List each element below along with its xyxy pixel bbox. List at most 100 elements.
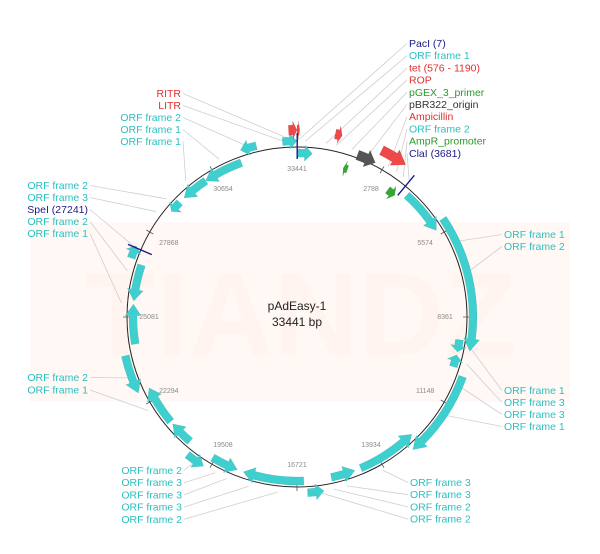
- orf-arrow: [412, 374, 467, 450]
- feature-label: ORF frame 1: [504, 421, 565, 433]
- orf-arrow: [242, 467, 305, 486]
- leader-line: [336, 79, 408, 146]
- feature-label: ORF frame 3: [410, 477, 471, 489]
- tick-label: 19508: [213, 442, 233, 449]
- feature-label: ORF frame 1: [27, 228, 88, 240]
- leader-line: [367, 104, 408, 157]
- orf-arrow: [439, 215, 481, 352]
- leader-line: [182, 141, 187, 181]
- orf-arrow: [126, 263, 146, 302]
- tick-marks: 2788557483611114813934167211950822294250…: [122, 143, 472, 492]
- feature-label: ORF frame 2: [504, 241, 565, 253]
- feature-label: ORF frame 2: [27, 216, 88, 228]
- restriction-site: [397, 174, 415, 196]
- leader-line: [443, 414, 503, 427]
- leader-line: [396, 128, 408, 172]
- leader-line: [296, 43, 408, 142]
- tick-label: 2788: [363, 186, 379, 193]
- feature-label: ORF frame 3: [27, 192, 88, 204]
- feature-green: [342, 160, 350, 177]
- feature-label: ORF frame 2: [410, 501, 471, 513]
- feature-label: ORF frame 2: [121, 514, 182, 526]
- feature-label: ORF frame 2: [409, 123, 470, 135]
- orf-arrow: [446, 354, 464, 369]
- feature-label: ORF frame 1: [504, 229, 565, 241]
- orf-arrow: [124, 303, 142, 345]
- feature-label: RITR: [157, 88, 182, 100]
- leader-line: [466, 363, 503, 403]
- feature-label: ORF frame 1: [504, 385, 565, 397]
- leader-line: [183, 478, 228, 496]
- feature-label: ORF frame 2: [27, 180, 88, 192]
- feature-origin: [355, 149, 376, 168]
- tick-label: 13934: [361, 442, 381, 449]
- leader-line: [183, 485, 249, 508]
- leader-line: [182, 117, 251, 148]
- feature-label: PacI (7): [409, 38, 446, 50]
- feature-label: ORF frame 3: [504, 397, 565, 409]
- tick-label: 8361: [437, 314, 453, 321]
- tick-label: 25081: [139, 314, 159, 321]
- tick-label: 16721: [287, 462, 307, 469]
- feature-label: ORF frame 1: [409, 50, 470, 62]
- feature-label: ORF frame 1: [120, 124, 181, 136]
- orf-arrow: [125, 245, 142, 260]
- tick-mark: [146, 229, 154, 235]
- orf-arrow: [121, 354, 142, 394]
- leader-line: [469, 347, 503, 391]
- leader-line: [305, 55, 408, 142]
- watermark-band: [30, 222, 570, 402]
- tick-label: 22294: [159, 388, 179, 395]
- feature-label: ClaI (3681): [409, 148, 461, 160]
- leader-line: [89, 233, 122, 304]
- orf-arrow: [240, 139, 258, 156]
- feature-label: ORF frame 3: [121, 502, 182, 514]
- feature-label: ORF frame 3: [121, 489, 182, 501]
- orf-arrow: [307, 483, 325, 501]
- feature-label: ORF frame 1: [120, 136, 181, 148]
- orf-arrow: [172, 423, 194, 445]
- orf-arrow: [169, 199, 183, 213]
- plasmid-name: pAdEasy-1: [268, 299, 327, 313]
- leader-line: [89, 389, 149, 411]
- leader-line: [458, 385, 503, 415]
- orf-arrow: [449, 338, 468, 353]
- leader-line: [382, 470, 409, 483]
- feature-label: pBR322_origin: [409, 99, 479, 111]
- feature-label: pGEX_3_primer: [409, 87, 485, 99]
- restriction-site: [127, 243, 153, 256]
- feature-label: ORF frame 2: [121, 465, 182, 477]
- leader-line: [89, 185, 167, 200]
- leader-line: [402, 141, 408, 177]
- leader-line: [455, 234, 503, 242]
- features: [121, 120, 481, 501]
- feature-red: [379, 145, 407, 166]
- feature-label: ORF frame 2: [120, 112, 181, 124]
- orf-arrow: [147, 387, 175, 425]
- feature-label: AmpR_promoter: [409, 136, 487, 148]
- orf-arrow: [183, 177, 209, 199]
- orf-arrow: [358, 434, 413, 473]
- orf-arrow: [184, 451, 204, 468]
- leader-line: [89, 209, 136, 248]
- orf-arrow: [296, 144, 313, 162]
- feature-label: ORF frame 2: [410, 514, 471, 526]
- leader-line: [467, 246, 503, 273]
- feature-label: ORF frame 2: [27, 372, 88, 384]
- orf-arrow: [330, 466, 356, 483]
- leader-line: [333, 488, 409, 508]
- tick-label: 30654: [213, 186, 233, 193]
- feature-label: LITR: [158, 100, 181, 112]
- tick-label: 33441: [287, 166, 307, 173]
- leader-line: [183, 491, 278, 520]
- orf-arrow: [281, 132, 298, 150]
- plasmid-size: 33441 bp: [272, 315, 322, 329]
- leader-line: [406, 153, 410, 182]
- feature-label: SpeI (27241): [27, 204, 88, 216]
- feature-red: [334, 125, 343, 144]
- tick-mark: [379, 166, 385, 174]
- feature-label: ORF frame 3: [504, 409, 565, 421]
- feature-label: ROP: [409, 75, 432, 87]
